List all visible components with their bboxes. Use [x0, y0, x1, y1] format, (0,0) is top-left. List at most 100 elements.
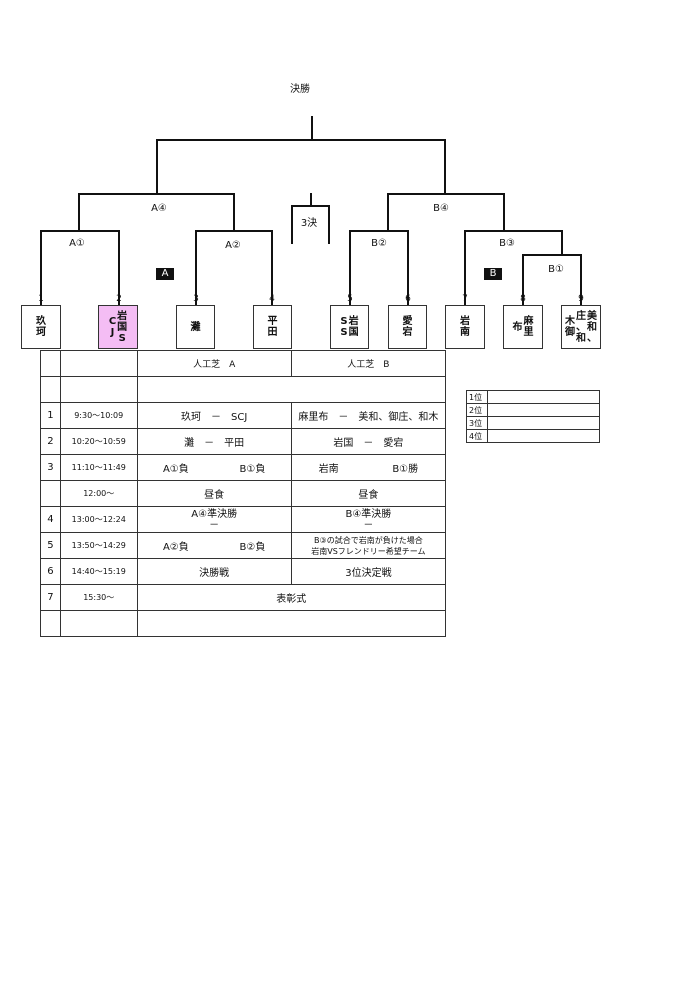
team-box: 岩南 [445, 305, 485, 349]
team-number: 2 [116, 294, 122, 304]
bracket-line [78, 193, 80, 231]
bracket-line [291, 205, 330, 207]
team-name-column: 美和、 [587, 310, 597, 344]
team-number: 3 [193, 294, 199, 304]
bracket-line [78, 193, 235, 195]
table-row: 1 9:30～10:09 玖珂 － SCJ 麻里布 － 美和、御庄、和木 [40, 402, 447, 429]
match-label-a4: A④ [151, 203, 167, 214]
match-label-b2: B② [371, 238, 387, 249]
match-label-b1: B① [548, 264, 564, 275]
match-cell: A④準決勝－ [136, 506, 292, 533]
bracket-line [233, 193, 235, 231]
table-row: 4 13:00～12:24 A④準決勝－ B④準決勝－ [40, 506, 447, 533]
bracket-line [464, 230, 466, 305]
team-box: 玖珂 [21, 305, 61, 349]
bracket-line [310, 193, 312, 206]
team-name-column: 平田 [267, 316, 278, 338]
bracket-line [464, 230, 563, 232]
match-cell: 3位決定戦 [290, 558, 447, 585]
bracket-line [349, 230, 351, 305]
team-box: 平田 [253, 305, 292, 349]
match-label-a1: A① [69, 238, 85, 249]
bracket-line [580, 254, 582, 305]
ranking-entry[interactable] [487, 390, 600, 404]
bracket-line [291, 205, 293, 244]
ranking-entry[interactable] [487, 429, 600, 443]
table-row: 12:00～ 昼食 昼食 [40, 480, 447, 507]
team-name-column: 庄、和 [576, 310, 586, 344]
table-row: 人工芝 A 人工芝 B [40, 350, 447, 377]
ranking-table: 1位 2位 3位 4位 [466, 390, 600, 443]
bracket-line [349, 230, 409, 232]
team-number: 6 [405, 294, 411, 304]
table-row: 7 15:30～ 表彰式 [40, 584, 447, 611]
team-name-column: 愛宕 [402, 316, 413, 338]
table-row: 2 10:20～10:59 灘 － 平田 岩国 － 愛宕 [40, 428, 447, 455]
bracket-line [195, 230, 197, 305]
team-name-column: 灘 [190, 321, 201, 333]
match-label-a2: A② [225, 240, 241, 251]
group-badge-b: B [484, 268, 502, 280]
bracket-line [40, 230, 42, 305]
team-name-column: 岩国 [348, 316, 359, 338]
team-number: 9 [578, 294, 584, 304]
ranking-row: 4位 [466, 429, 600, 443]
bracket-line [407, 230, 409, 305]
final-label: 決勝 [290, 84, 310, 95]
match-cell: 麻里布 － 美和、御庄、和木 [290, 402, 447, 429]
team-name-column: 麻里 [523, 316, 534, 338]
match-cell: 灘 － 平田 [136, 428, 292, 455]
field-a-header: 人工芝 A [136, 350, 292, 377]
table-row [40, 376, 447, 403]
ranking-row: 2位 [466, 403, 600, 417]
ranking-entry[interactable] [487, 416, 600, 430]
ranking-row: 1位 [466, 390, 600, 404]
bracket-line [328, 205, 330, 244]
team-box: 灘 [176, 305, 215, 349]
bracket-line [271, 230, 273, 305]
table-row: 6 14:40～15:19 決勝戦 3位決定戦 [40, 558, 447, 585]
bracket-line [444, 139, 446, 194]
team-number: 1 [38, 294, 44, 304]
bracket-line [118, 230, 120, 305]
match-label-b3: B③ [499, 238, 515, 249]
team-box: 愛宕 [388, 305, 427, 349]
bracket-line [156, 139, 446, 141]
table-row [40, 610, 447, 637]
schedule-table: 人工芝 A 人工芝 B 1 9:30～10:09 玖珂 － SCJ 麻里布 － … [40, 350, 447, 637]
match-cell: B③の試合で岩南が負けた場合岩南VSフレンドリー希望チーム [290, 532, 447, 559]
team-name-column: 岩南 [460, 316, 470, 338]
third-place-label: 3決 [300, 218, 318, 229]
team-number: 8 [520, 294, 526, 304]
bracket-line [503, 193, 505, 231]
team-number: 7 [462, 294, 468, 304]
team-box: 美和、庄、和木御 [561, 305, 601, 349]
group-badge-a: A [156, 268, 174, 280]
bracket-line [561, 230, 563, 255]
bracket-line [387, 193, 389, 231]
team-name-column: 布 [512, 321, 523, 333]
field-b-header: 人工芝 B [290, 350, 447, 377]
match-cell: 玖珂 － SCJ [136, 402, 292, 429]
match-label-b4: B④ [433, 203, 449, 214]
team-box: 麻里布 [503, 305, 543, 349]
bracket-line [522, 254, 524, 305]
match-cell: B④準決勝－ [290, 506, 447, 533]
team-name-column: 木御 [565, 316, 575, 338]
ranking-entry[interactable] [487, 403, 600, 417]
bracket-line [195, 230, 273, 232]
ranking-row: 3位 [466, 416, 600, 430]
match-cell: 昼食 [136, 480, 292, 507]
bracket-line [156, 139, 158, 194]
bracket-line [387, 193, 505, 195]
team-number: 4 [269, 294, 275, 304]
match-cell: 決勝戦 [136, 558, 292, 585]
bracket-line [40, 230, 120, 232]
